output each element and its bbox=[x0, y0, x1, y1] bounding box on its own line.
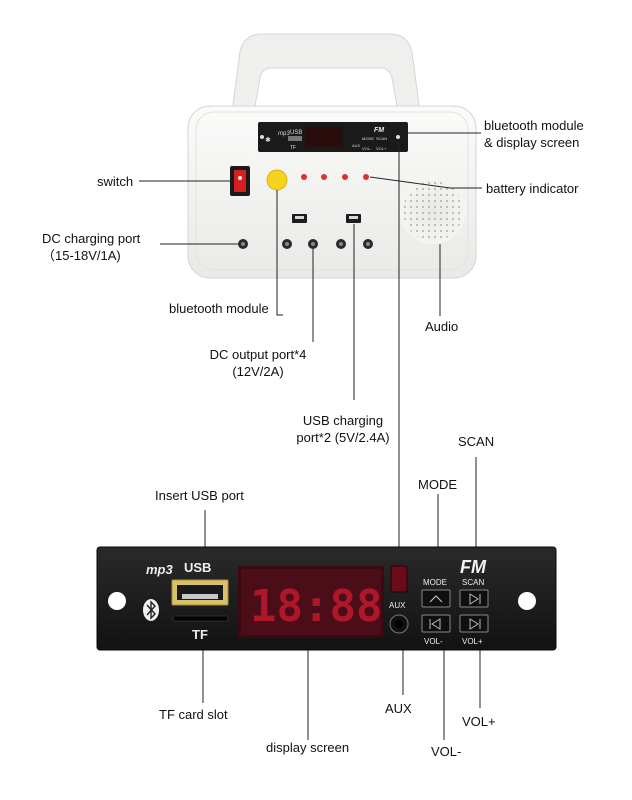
panel-vol-plus-label: VOL+ bbox=[462, 637, 483, 646]
aux-jack[interactable] bbox=[389, 614, 409, 634]
label-insert-usb: Insert USB port bbox=[155, 488, 244, 503]
panel-vol-minus-label: VOL- bbox=[424, 637, 443, 646]
mode-button[interactable] bbox=[421, 589, 451, 608]
label-vol-minus: VOL- bbox=[431, 744, 461, 759]
label-scan: SCAN bbox=[458, 434, 494, 449]
speaker-grille-icon bbox=[400, 178, 466, 244]
label-switch: switch bbox=[97, 174, 133, 189]
ir-receiver bbox=[390, 565, 408, 593]
vol-plus-button[interactable] bbox=[459, 614, 489, 633]
label-vol-plus: VOL+ bbox=[462, 714, 496, 729]
device-handle bbox=[231, 33, 421, 113]
bluetooth-icon bbox=[143, 599, 159, 621]
label-bt-module: bluetooth module bbox=[169, 301, 269, 316]
label-dc-charging-line: DC charging port bbox=[42, 231, 141, 246]
fm-logo: FM bbox=[460, 557, 487, 577]
panel-tf-label: TF bbox=[192, 627, 208, 642]
mount-hole-left bbox=[108, 592, 126, 610]
label-dc-output: DC output port*4 (12V/2A) bbox=[210, 347, 307, 379]
switch-icon[interactable] bbox=[230, 166, 250, 196]
label-display-screen: display screen bbox=[266, 740, 349, 755]
device-mode-label: MODE bbox=[362, 136, 374, 141]
svg-text:✱: ✱ bbox=[265, 136, 271, 144]
mp3-module-panel: mp3 USB TF 18:88 AUX bbox=[96, 546, 557, 651]
label-dc-output-line: DC output port*4 bbox=[210, 347, 307, 362]
dc-ports bbox=[238, 239, 373, 249]
label-bt-display: bluetooth module & display screen bbox=[484, 118, 584, 150]
label-bt-display-line: bluetooth module bbox=[484, 118, 584, 133]
label-dc-charging: DC charging port （15-18V/1A) bbox=[42, 231, 141, 263]
vol-minus-button[interactable] bbox=[421, 614, 451, 633]
device-tf-label: TF bbox=[290, 145, 296, 151]
battery-indicator-leds bbox=[301, 174, 369, 180]
panel-scan-label: SCAN bbox=[462, 578, 484, 587]
panel-mode-label: MODE bbox=[423, 578, 447, 587]
led-display-screen: 18:88 bbox=[238, 566, 384, 638]
label-audio: Audio bbox=[425, 319, 458, 334]
panel-usb-label: USB bbox=[184, 560, 211, 575]
device-vol-minus-label: VOL- bbox=[362, 146, 372, 151]
label-dc-charging-line: （15-18V/1A) bbox=[42, 248, 121, 263]
tf-card-slot[interactable] bbox=[172, 615, 229, 622]
power-station-device: mp3 USB TF ✱ FM MODE SCAN AUX VOL- VOL+ bbox=[187, 33, 477, 279]
device-vol-plus-label: VOL+ bbox=[376, 146, 387, 151]
device-usb-label: USB bbox=[290, 130, 302, 136]
bluetooth-module-button[interactable] bbox=[266, 169, 288, 191]
label-tf-slot: TF card slot bbox=[159, 707, 228, 722]
device-fm-logo: FM bbox=[374, 127, 384, 134]
leader-lines bbox=[139, 132, 482, 740]
label-mode: MODE bbox=[418, 477, 457, 492]
mp3-logo: mp3 bbox=[146, 562, 174, 577]
device-aux-label: AUX bbox=[352, 143, 361, 148]
label-usb-charging: USB charging port*2 (5V/2.4A) bbox=[296, 413, 389, 445]
label-bt-display-line: & display screen bbox=[484, 135, 579, 150]
panel-aux-label: AUX bbox=[389, 601, 406, 610]
svg-text:mp3: mp3 bbox=[278, 131, 290, 137]
label-aux: AUX bbox=[385, 701, 412, 716]
mount-hole-right bbox=[518, 592, 536, 610]
device-scan-label: SCAN bbox=[376, 136, 387, 141]
usb-port[interactable] bbox=[171, 579, 229, 606]
label-usb-charging-line: USB charging bbox=[303, 413, 383, 428]
label-dc-output-line: (12V/2A) bbox=[232, 364, 283, 379]
display-digits: 18:88 bbox=[250, 581, 382, 632]
scan-button[interactable] bbox=[459, 589, 489, 608]
label-usb-charging-line: port*2 (5V/2.4A) bbox=[296, 430, 389, 445]
device-display-panel: mp3 USB TF ✱ FM MODE SCAN AUX VOL- VOL+ bbox=[258, 122, 408, 152]
label-battery: battery indicator bbox=[486, 181, 579, 196]
